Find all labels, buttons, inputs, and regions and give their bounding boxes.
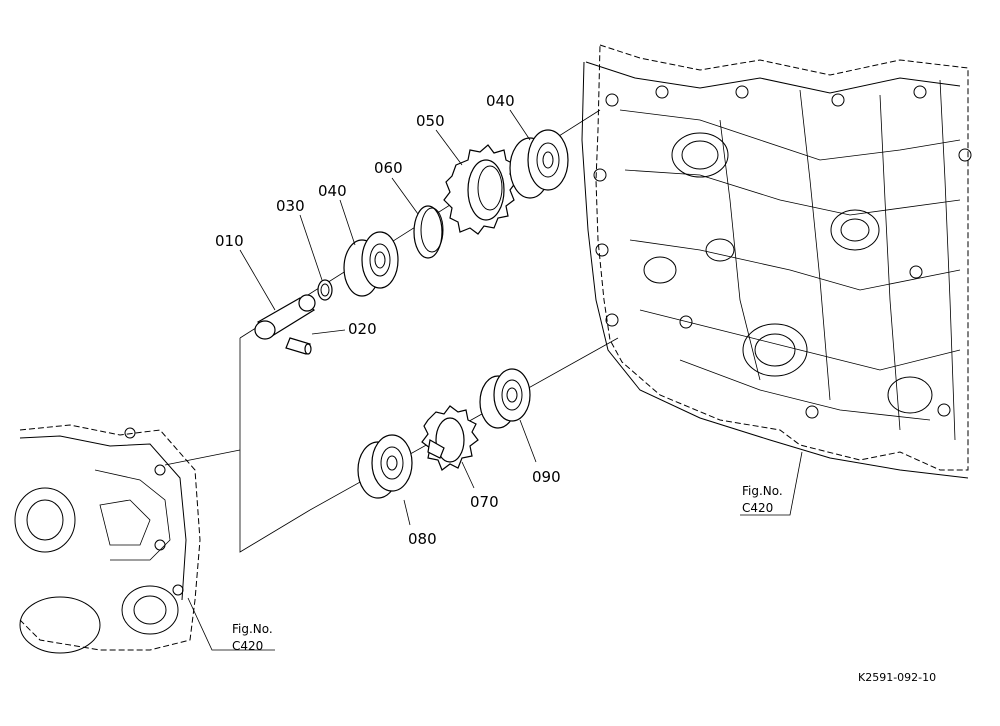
part-040-bearing-right <box>509 129 569 199</box>
label-080: 080 <box>408 530 437 548</box>
label-090: 090 <box>532 468 561 486</box>
left-housing <box>14 424 201 654</box>
label-040-right: 040 <box>486 92 515 110</box>
figure-reference-right: Fig.No. C420 <box>742 484 783 515</box>
label-050: 050 <box>416 112 445 130</box>
label-010: 010 <box>215 232 244 250</box>
part-060-ring <box>413 205 444 259</box>
right-housing <box>581 44 972 479</box>
label-060: 060 <box>374 159 403 177</box>
leader-lines <box>187 109 803 651</box>
part-040-bearing-left <box>343 231 399 297</box>
part-labels: 010 030 040 060 050 040 020 080 070 090 <box>215 92 561 548</box>
label-040-left: 040 <box>318 182 347 200</box>
label-030: 030 <box>276 197 305 215</box>
label-070: 070 <box>470 493 499 511</box>
fig-ref-right-line1: Fig.No. <box>742 484 783 498</box>
part-050-gear <box>443 144 517 235</box>
fig-ref-right-line2: C420 <box>742 501 773 515</box>
figure-reference-left: Fig.No. C420 <box>232 622 273 653</box>
drawing-code: K2591-092-10 <box>858 671 936 684</box>
part-070-gear <box>421 405 479 471</box>
part-020-pin <box>285 337 312 355</box>
part-090-bearing <box>479 368 531 429</box>
part-010-shaft <box>254 294 316 340</box>
fig-ref-left-line1: Fig.No. <box>232 622 273 636</box>
part-030-snap-ring <box>317 279 333 301</box>
part-080-bearing <box>357 434 413 499</box>
label-020: 020 <box>348 320 377 338</box>
fig-ref-left-line2: C420 <box>232 639 263 653</box>
